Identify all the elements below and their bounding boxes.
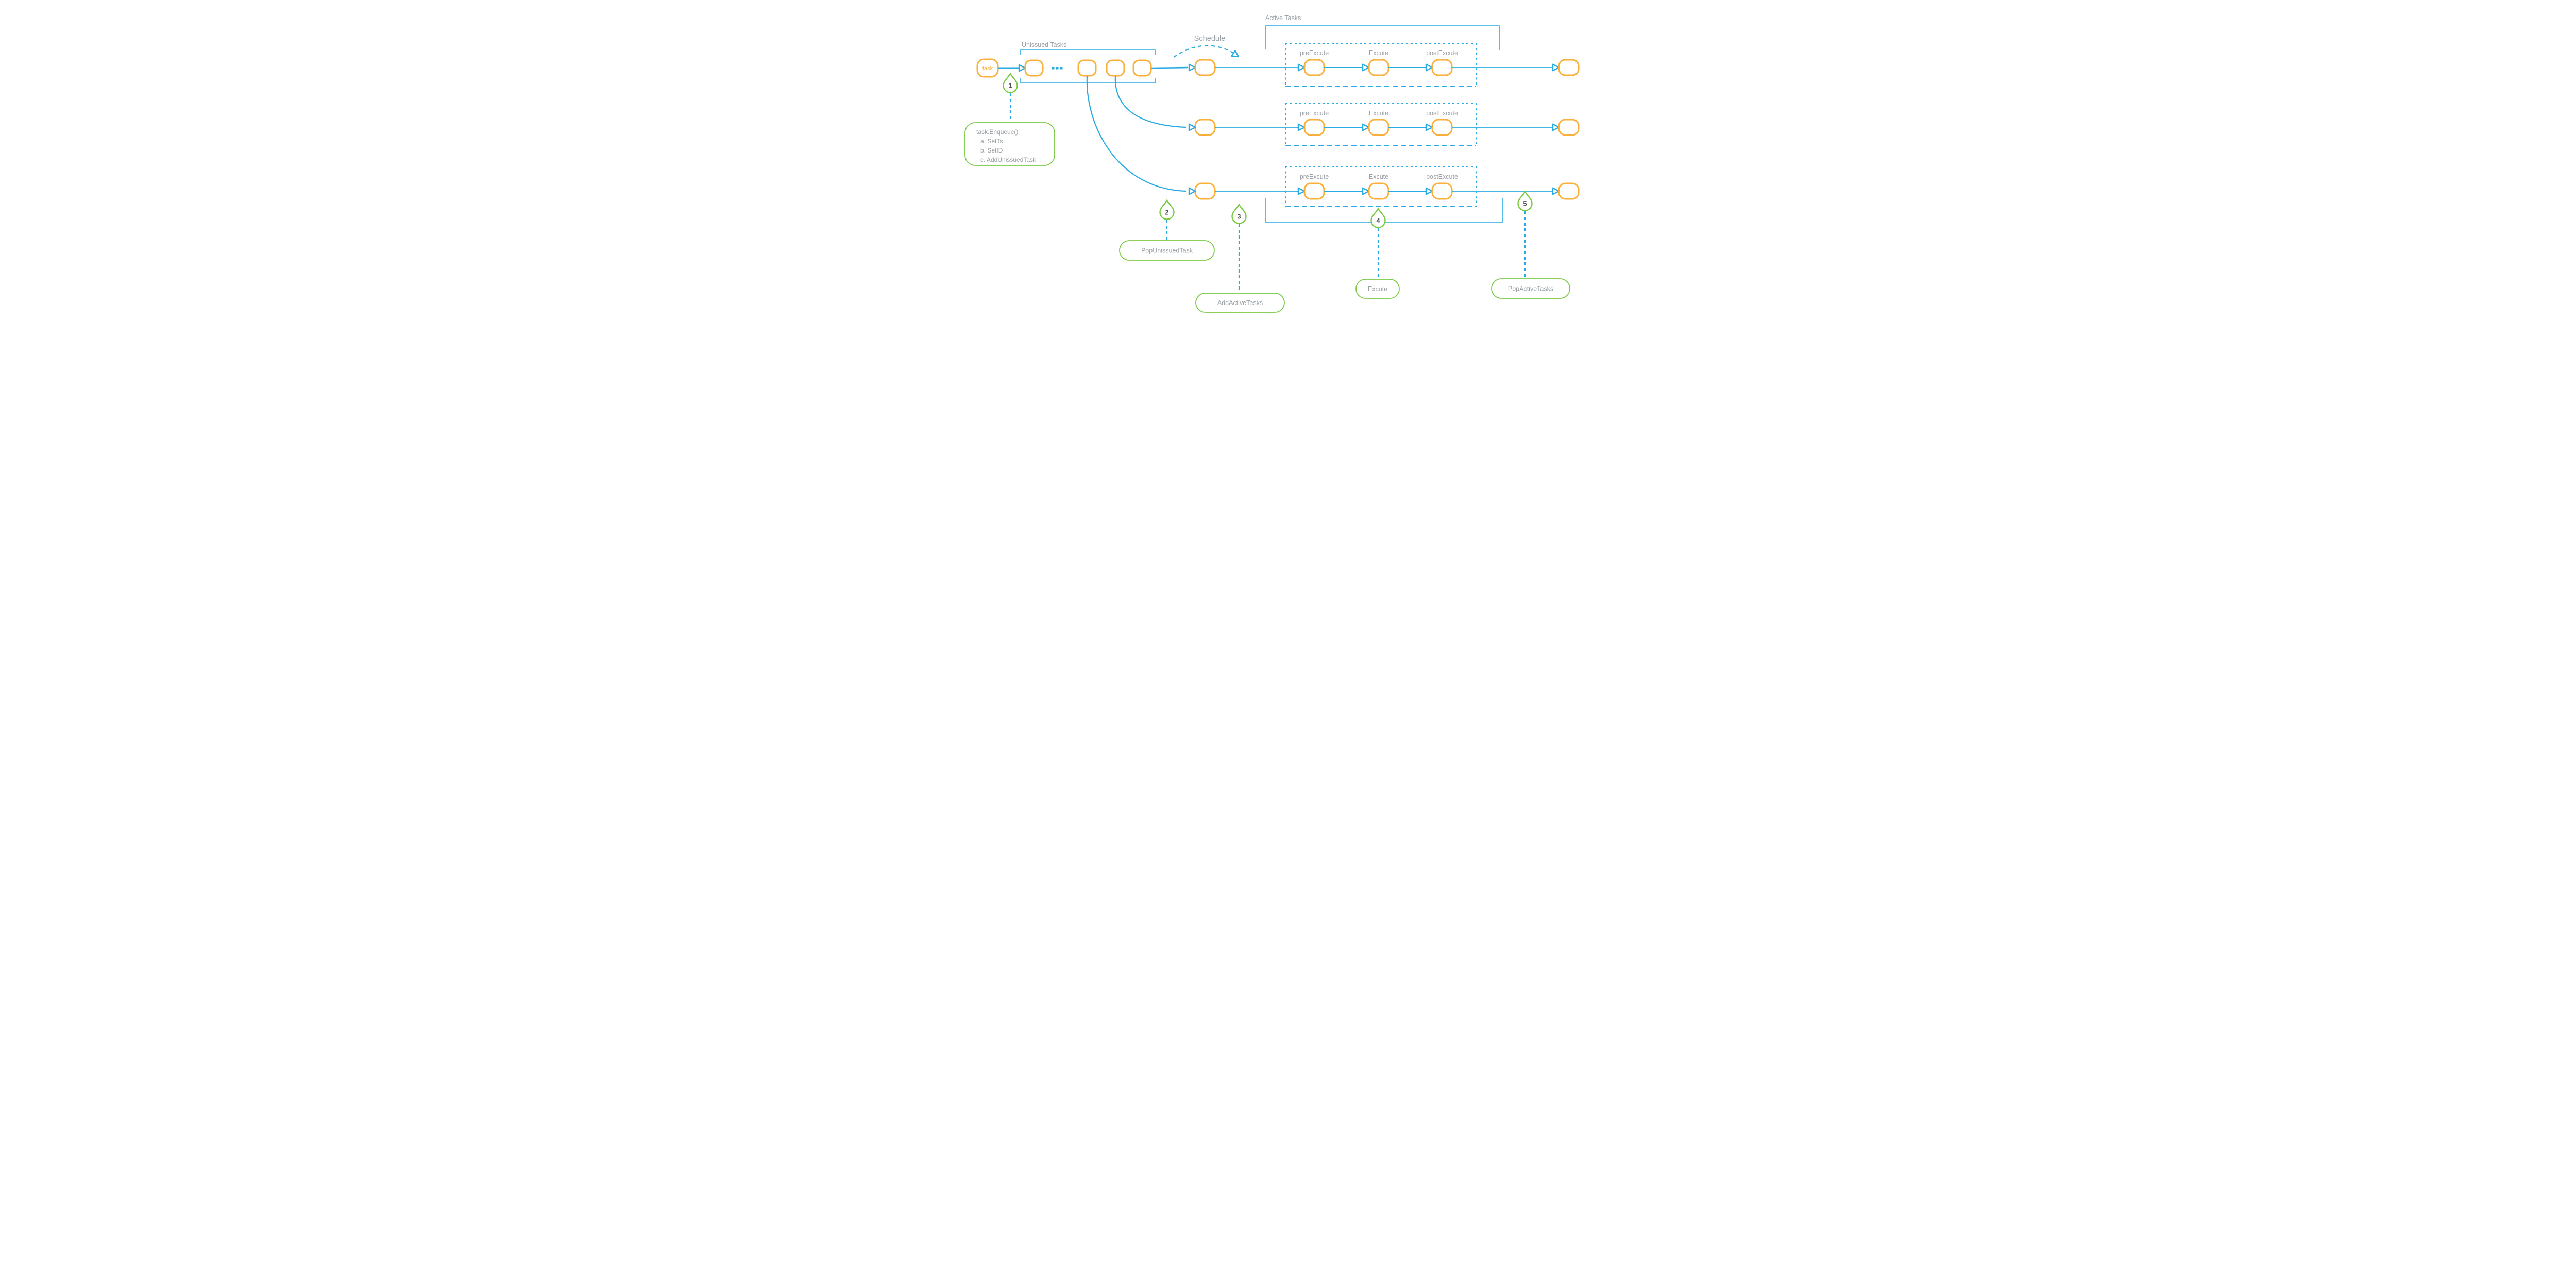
callout1-item: b. SetID [980, 147, 1003, 154]
diagram-canvas: task Unissued Tasks Schedule Active Task… [899, 0, 1677, 320]
marker1-callout: task.Enqueue() a. SetTs b. SetID c. AddU… [964, 122, 1055, 166]
step-marker-2: 2 PopUnissuedTask [1118, 199, 1215, 261]
task-source: task [976, 58, 998, 78]
queue-node [1024, 59, 1043, 77]
dequeue-arrowhead-icon [1188, 63, 1196, 72]
marker5-number: 5 [1523, 200, 1527, 208]
arrowhead-icon [1362, 63, 1369, 72]
active-tasks-bracket-top [1265, 25, 1500, 50]
row2-pipeline-box [1284, 103, 1477, 146]
pre-execute-label: preExcute [1299, 173, 1328, 180]
row1-pre-execute-node [1303, 59, 1325, 76]
row1-execute-node [1368, 59, 1389, 76]
row3-post-execute-node [1431, 182, 1452, 200]
arrowhead-icon [1552, 123, 1560, 131]
pipeline-row-2: preExcute Excute postExcute [1194, 103, 1579, 146]
row1-entry-node [1194, 59, 1215, 76]
arrowhead-icon [1552, 63, 1560, 72]
marker2-callout [1118, 240, 1215, 261]
arrowhead-icon [1297, 63, 1305, 72]
row2-execute-node [1368, 119, 1389, 136]
execute-label: Excute [1368, 173, 1388, 180]
post-execute-label: postExcute [1426, 49, 1458, 57]
task-scheduling-diagram: task Unissued Tasks Schedule Active Task… [899, 0, 1677, 320]
row3-end-node [1558, 182, 1579, 200]
queue-ellipsis-icon [1052, 67, 1062, 70]
callout5-label: PopActiveTasks [1507, 285, 1553, 293]
step-marker-3: 3 AddActiveTasks [1195, 204, 1285, 313]
unissued-tasks-title: Unissued Tasks [1022, 41, 1066, 48]
marker4-number: 4 [1376, 217, 1380, 225]
arrowhead-icon [1188, 187, 1196, 195]
schedule-label: Schedule [1194, 35, 1225, 43]
schedule-arrowhead-icon [1230, 50, 1241, 60]
issue-curve-to-row2 [1114, 75, 1186, 128]
unissued-bracket-bottom [1020, 78, 1156, 83]
marker1-number: 1 [1008, 82, 1012, 90]
active-tasks-region: Active Tasks [1265, 14, 1503, 223]
callout4-label: Excute [1367, 285, 1387, 293]
pre-execute-label: preExcute [1299, 49, 1328, 57]
arrowhead-icon [1297, 123, 1305, 131]
pre-execute-label: preExcute [1299, 110, 1328, 117]
row1-pipeline-box [1284, 43, 1477, 87]
marker4-callout [1355, 279, 1400, 299]
step-marker-5: 5 PopActiveTasks [1490, 191, 1570, 299]
unissued-tasks-queue: Unissued Tasks [1020, 41, 1156, 83]
row3-execute-node [1368, 182, 1389, 200]
enqueue-arrowhead-icon [1018, 64, 1026, 72]
row3-pre-execute-node [1303, 182, 1325, 200]
post-execute-label: postExcute [1426, 110, 1458, 117]
row2-end-node [1558, 119, 1579, 136]
callout2-label: PopUnissuedTask [1141, 247, 1193, 255]
callout3-label: AddActiveTasks [1217, 299, 1262, 307]
task-node-label: task [982, 65, 993, 72]
execute-label: Excute [1368, 49, 1388, 57]
row3-entry-node [1194, 182, 1215, 200]
row1-post-execute-node [1431, 59, 1452, 76]
arrowhead-icon [1552, 187, 1560, 195]
row2-post-execute-node [1431, 119, 1452, 136]
callout1-title: task.Enqueue() [976, 128, 1018, 136]
marker3-number: 3 [1237, 213, 1241, 221]
arrowhead-icon [1425, 63, 1433, 72]
callout1-item: c. AddUnissuedTask [980, 156, 1037, 163]
step-marker-4: 4 Excute [1355, 208, 1400, 299]
row3-pipeline-box [1284, 166, 1477, 207]
callout1-item: a. SetTs [980, 138, 1003, 145]
execute-label: Excute [1368, 110, 1388, 117]
schedule-annotation: Schedule [1173, 35, 1241, 60]
arrowhead-icon [1297, 187, 1305, 195]
arrowhead-icon [1362, 123, 1369, 131]
task-node [976, 58, 998, 78]
marker2-number: 2 [1165, 209, 1168, 216]
queue-node [1132, 59, 1151, 77]
arrowhead-icon [1425, 123, 1433, 131]
post-execute-label: postExcute [1426, 173, 1458, 180]
marker5-callout [1490, 278, 1570, 299]
step-marker-1: 1 task.Enqueue() a. SetTs b. SetID c. Ad… [964, 73, 1055, 166]
pipeline-row-3: preExcute Excute postExcute [1194, 166, 1579, 207]
issue-curve-to-row3 [1086, 75, 1186, 192]
queue-node [1106, 59, 1125, 77]
arrowhead-icon [1188, 123, 1196, 131]
row2-pre-execute-node [1303, 119, 1325, 136]
arrowhead-icon [1362, 187, 1369, 195]
arrowhead-icon [1425, 187, 1433, 195]
unissued-bracket-top [1020, 49, 1156, 55]
active-tasks-title: Active Tasks [1265, 14, 1301, 22]
pipeline-row-1: preExcute Excute postExcute [1194, 43, 1579, 87]
schedule-dashed-arc [1173, 45, 1238, 58]
row2-entry-node [1194, 119, 1215, 136]
marker3-callout [1195, 293, 1285, 313]
row1-end-node [1558, 59, 1579, 76]
queue-node [1077, 59, 1096, 77]
